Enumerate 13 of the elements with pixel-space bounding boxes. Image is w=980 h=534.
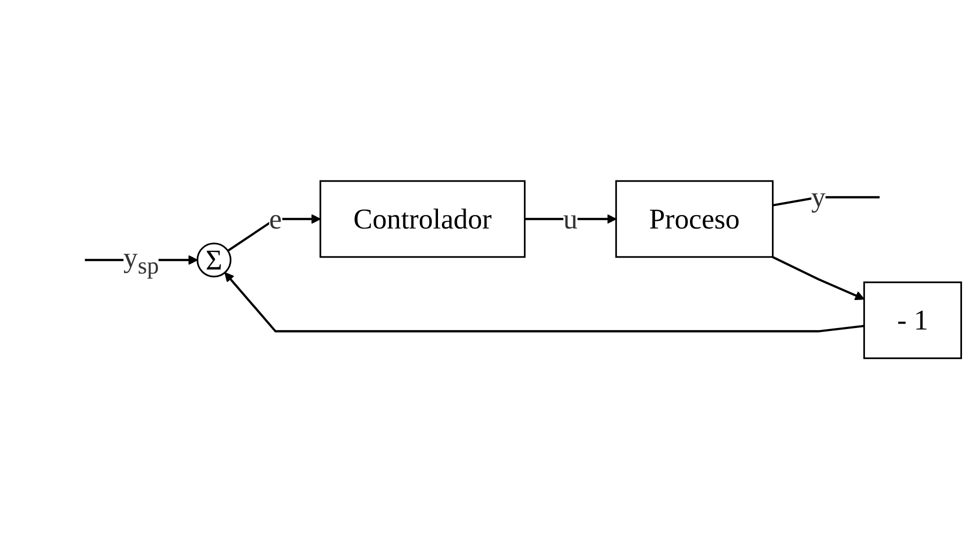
edge-label: y: [811, 181, 826, 214]
node-box: [863, 281, 962, 360]
arrow: [772, 256, 865, 300]
edge-label: y$_{sp}$: [123, 241, 159, 280]
node-box: [320, 180, 526, 258]
node-circle: [196, 242, 232, 278]
connector: [772, 196, 880, 206]
block-diagram: y$_{sp}$ e u y Σ Controlador Proceso - 1: [10, 166, 970, 368]
arrow: [227, 214, 321, 252]
node-box: [615, 180, 774, 258]
edge-label: u: [563, 203, 578, 235]
edge-label: e: [269, 203, 282, 235]
arrow: [224, 272, 864, 332]
